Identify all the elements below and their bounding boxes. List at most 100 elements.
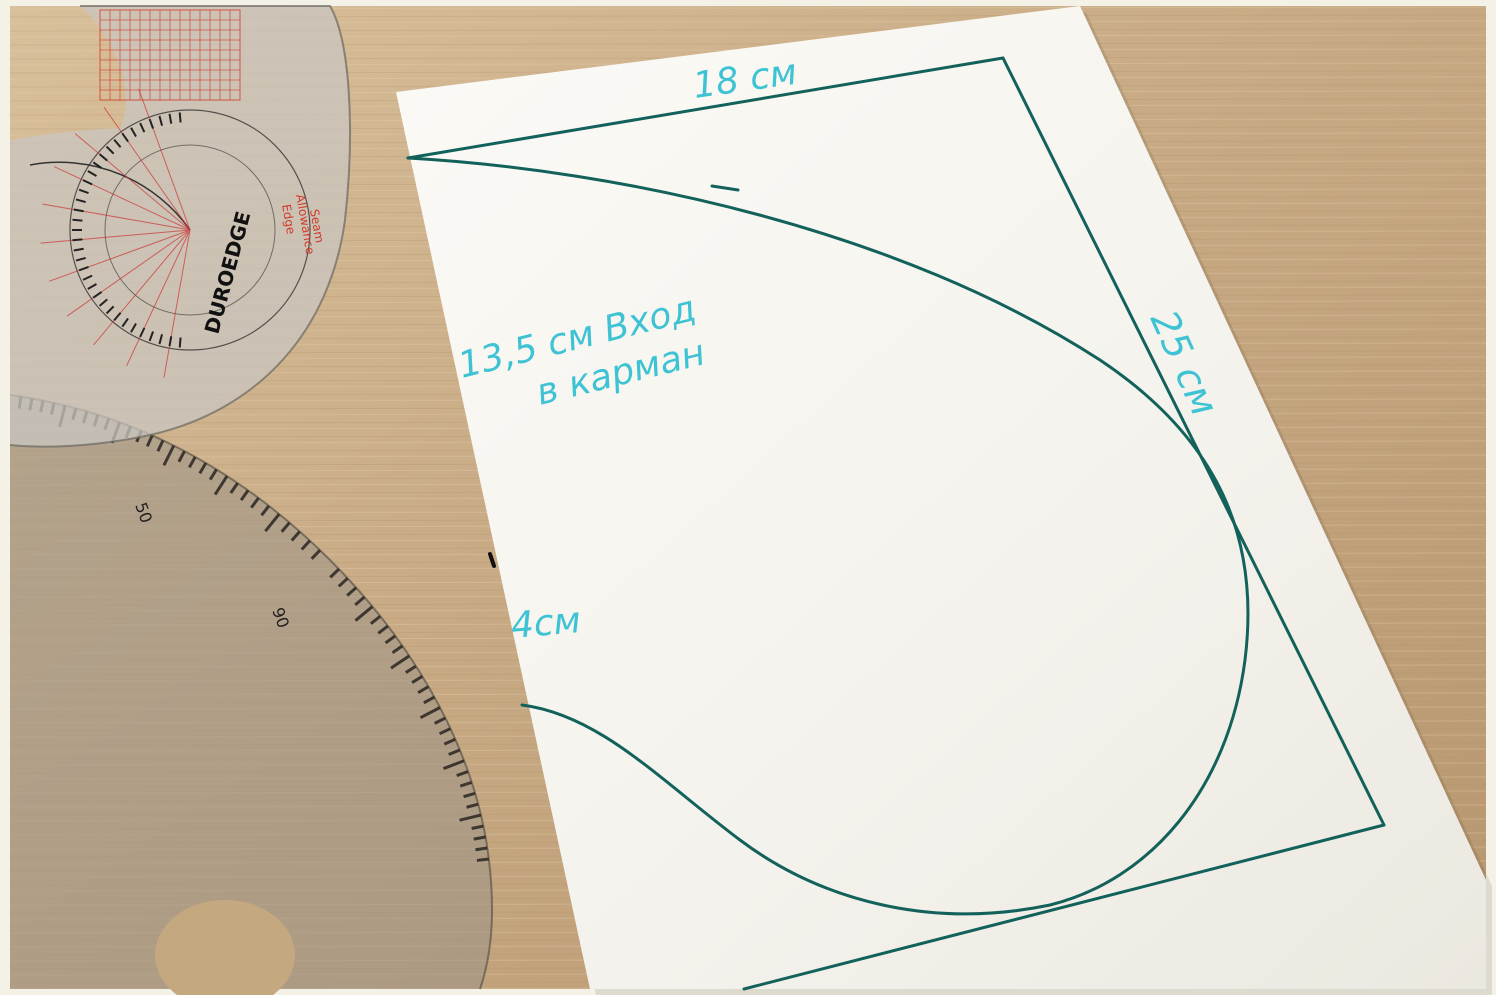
ruler-tick: [337, 577, 349, 588]
protractor-ray: [53, 166, 191, 231]
protractor-tick: [98, 298, 108, 307]
protractor-tick: [121, 317, 129, 328]
ruler-tick: [198, 462, 208, 475]
pocket-outline-curve: [406, 156, 1250, 916]
protractor-tick: [78, 265, 89, 272]
ruler-tick: [354, 605, 374, 622]
ruler-tick: [162, 444, 176, 466]
protractor-ray: [48, 229, 191, 282]
ruler-tick: [459, 780, 473, 788]
protractor-tick: [113, 312, 122, 322]
ruler-tick: [310, 549, 322, 560]
pocket-pattern-drawing: [406, 56, 1386, 991]
ruler-tick: [354, 595, 366, 606]
ruler-tick: [466, 802, 479, 809]
ruler-tick: [390, 654, 411, 670]
pocket-tick-mark: [710, 184, 740, 192]
ruler-tick: [476, 857, 490, 862]
protractor-tick: [168, 113, 173, 124]
ruler-tick: [404, 664, 417, 674]
ruler-tick: [177, 450, 186, 463]
ruler-tick: [459, 813, 482, 822]
ruler-tick: [384, 634, 397, 645]
ruler-tick: [239, 489, 250, 502]
seam-allowance-label-3: Edge: [279, 203, 298, 235]
ruler-tick: [208, 468, 218, 481]
protractor-tick: [130, 323, 137, 333]
protractor-ray: [66, 229, 191, 317]
protractor-tick: [148, 331, 155, 342]
protractor-tick: [105, 305, 115, 315]
protractor-tick: [121, 132, 129, 143]
protractor-tick: [92, 291, 103, 299]
paper-sheet: [396, 6, 1492, 995]
ruler-tick: [264, 513, 281, 533]
protractor-tick: [72, 218, 83, 222]
protractor-tick: [139, 122, 146, 133]
ruler-tick: [438, 727, 452, 736]
ruler-tick: [250, 497, 260, 509]
ruler-tick: [229, 482, 239, 494]
protractor-tick: [82, 274, 93, 281]
protractor-ruler: DUROEDGE Seam Allowance Edge: [9, 5, 351, 448]
ruler-tick: [280, 521, 291, 533]
protractor-tick: [78, 188, 89, 195]
ruler-tick: [145, 434, 154, 448]
protractor-ray: [126, 229, 191, 367]
protractor-ray: [103, 106, 191, 231]
protractor-ray: [42, 203, 191, 231]
paper-surface: [396, 6, 1486, 989]
protractor-tick: [73, 208, 84, 213]
ruler-tick: [463, 791, 476, 799]
ruler-tick: [391, 644, 404, 654]
protractor-tick: [178, 112, 182, 123]
ruler-tick: [377, 624, 389, 635]
protractor-tick: [158, 334, 164, 345]
ruler-tick: [456, 770, 469, 777]
ruler-tick: [448, 748, 461, 756]
side-tick-mark: [488, 552, 496, 568]
ruler-hole: [155, 900, 295, 995]
protractor-tick: [105, 145, 115, 155]
protractor-ray: [74, 133, 191, 231]
protractor-tick: [148, 118, 155, 129]
protractor-tick: [158, 115, 164, 126]
protractor-tick: [72, 238, 83, 242]
ruler-tick: [156, 439, 165, 452]
protractor-tick: [98, 153, 108, 162]
protractor-tick: [130, 127, 137, 137]
ruler-tick: [329, 567, 340, 579]
protractor-tick: [87, 170, 97, 177]
ruler-tick: [300, 539, 311, 551]
pattern-top-edge: [406, 56, 1005, 160]
protractor-ray: [40, 229, 191, 244]
ruler-tick: [369, 615, 382, 625]
ruler-tick: [475, 846, 488, 852]
protractor-ray: [138, 88, 191, 231]
ruler-tick: [473, 835, 486, 841]
pattern-bottom-edge: [742, 823, 1386, 991]
protractor-tick: [168, 336, 173, 347]
protractor-tick: [73, 247, 84, 252]
ruler-tick: [346, 586, 358, 597]
ruler-tick: [290, 530, 301, 542]
seam-allowance-label-1: Seam: [307, 208, 327, 244]
ruler-tick: [188, 456, 197, 469]
protractor-tick: [87, 283, 97, 290]
ruler-tick: [423, 695, 436, 705]
protractor-tick: [82, 179, 93, 186]
pattern-right-edge: [1001, 56, 1386, 827]
protractor-tick: [178, 337, 182, 348]
protractor-tick: [92, 161, 103, 169]
protractor-tick: [75, 256, 86, 262]
protractor-ray: [93, 229, 191, 346]
ruler-tick: [433, 716, 447, 725]
ruler-tick: [417, 685, 430, 694]
ruler-tick: [411, 675, 424, 684]
ruler-tick: [419, 706, 441, 720]
protractor-tick: [75, 198, 86, 204]
protractor-tick: [139, 327, 146, 338]
ruler-tick: [443, 737, 456, 746]
protractor-ray: [163, 229, 191, 378]
